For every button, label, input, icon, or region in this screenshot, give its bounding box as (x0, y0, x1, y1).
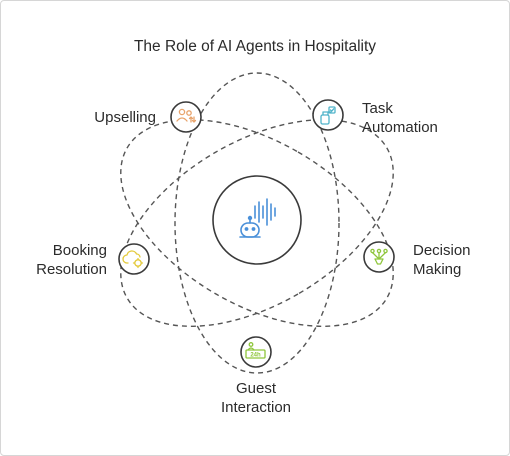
orbit-ellipse (120, 119, 394, 327)
label-task-automation: Task Automation (362, 99, 472, 137)
node-booking-resolution (118, 243, 150, 275)
label-task-automation-line1: Task (362, 100, 393, 117)
label-upselling: Upselling (60, 108, 156, 127)
label-booking-resolution: Booking Resolution (10, 241, 107, 279)
orbit-ellipse (120, 119, 394, 327)
node-guest-interaction: 24h (240, 336, 272, 368)
label-booking-resolution-line1: Booking (52, 242, 107, 259)
desk-24h-text: 24h (250, 353, 261, 359)
label-decision-making-line1: Decision (413, 242, 471, 259)
node-task-automation (312, 99, 344, 131)
desk-24h-icon (245, 342, 266, 359)
orbit-ellipse (174, 72, 340, 374)
voice-assistant-icon (239, 198, 276, 238)
center-hub (212, 175, 302, 265)
label-guest-interaction-line1: Guest (235, 380, 277, 397)
decision-funnel-icon (370, 248, 388, 265)
label-task-automation-line2: Automation (362, 119, 438, 136)
label-decision-making-line2: Making (413, 261, 462, 278)
label-guest-interaction: Guest Interaction (196, 379, 316, 417)
cloud-settings-icon (122, 250, 144, 269)
node-decision-making (363, 241, 395, 273)
people-upsell-icon (176, 108, 197, 123)
label-booking-resolution-line2: Resolution (36, 261, 107, 278)
label-decision-making: Decision Making (413, 241, 503, 279)
label-guest-interaction-line2: Interaction (220, 399, 292, 416)
spray-bottle-icon (320, 106, 336, 125)
label-upselling-line1: Upselling (94, 109, 156, 126)
node-upselling (170, 101, 202, 133)
diagram-title: The Role of AI Agents in Hospitality (133, 38, 377, 55)
